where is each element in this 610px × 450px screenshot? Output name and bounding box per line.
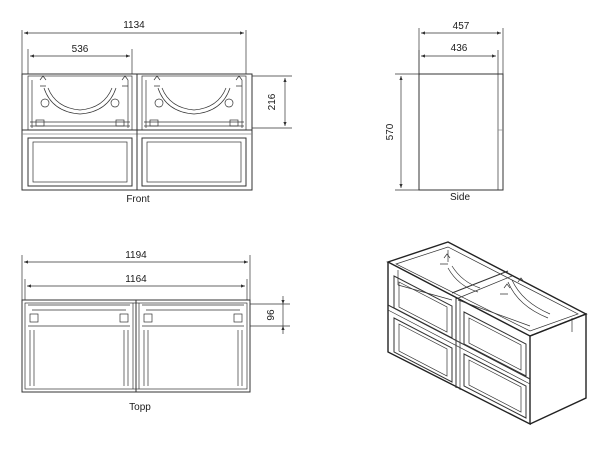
dim-label-1194: 1194 <box>125 250 147 261</box>
isometric-view <box>386 241 588 426</box>
front-lower-drawer-left <box>27 137 133 187</box>
front-upper-drawer-right <box>141 75 247 131</box>
dim-label-457: 457 <box>453 21 470 32</box>
iso-drawer-upper-left <box>393 275 453 339</box>
top-dim-outer-width: 1194 <box>21 250 251 300</box>
front-dim-drawer-width: 536 <box>27 44 133 74</box>
front-view-label: Front <box>126 194 150 205</box>
iso-drawer-lower-left <box>393 317 453 383</box>
top-view-label: Topp <box>129 402 151 413</box>
dim-label-1134: 1134 <box>123 20 145 31</box>
top-dim-inner-width: 1164 <box>24 274 248 300</box>
dim-label-216: 216 <box>267 93 278 110</box>
front-dim-total-width: 1134 <box>21 20 247 74</box>
top-drawer-right <box>142 304 244 386</box>
side-view-label: Side <box>450 192 470 203</box>
dim-label-436: 436 <box>451 43 468 54</box>
iso-drawer-upper-right <box>463 311 527 377</box>
front-dim-drawer-height: 216 <box>252 75 292 129</box>
side-cabinet-outline <box>418 73 504 191</box>
top-dim-rail-depth: 96 <box>250 296 290 334</box>
top-view: 1194 1164 96 <box>21 250 290 413</box>
front-view: 1134 536 216 <box>21 20 292 205</box>
dim-label-536: 536 <box>72 44 89 55</box>
dim-label-96: 96 <box>266 309 277 321</box>
top-drawer-left <box>28 304 130 386</box>
side-dim-height: 570 <box>385 73 419 191</box>
dim-label-570: 570 <box>385 123 396 140</box>
side-view: 457 436 570 Side <box>385 21 504 203</box>
dim-label-1164: 1164 <box>125 274 147 285</box>
front-upper-drawer-left <box>27 75 133 131</box>
front-lower-drawer-right <box>141 137 247 187</box>
iso-drawer-lower-right <box>463 353 527 419</box>
side-dim-inner-depth: 436 <box>418 43 499 74</box>
